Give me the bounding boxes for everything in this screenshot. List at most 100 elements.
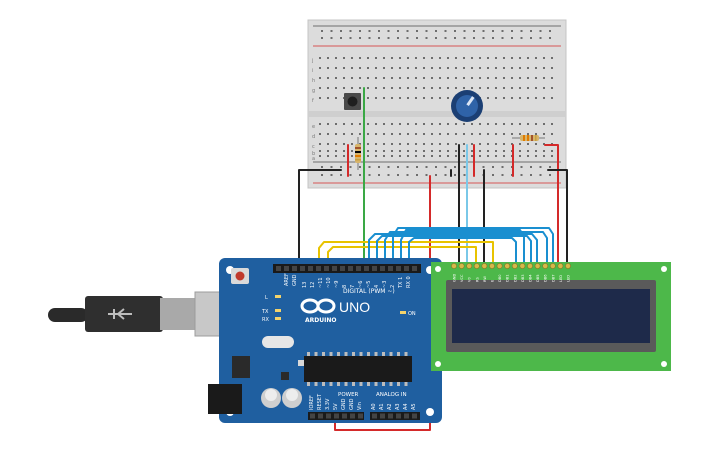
breadboard-hole	[335, 67, 337, 69]
wire-blue-extra-1[interactable]	[400, 229, 525, 263]
breadboard-hole	[343, 77, 345, 79]
lcd-pin[interactable]	[496, 263, 503, 269]
lcd-pin[interactable]	[565, 263, 571, 269]
header-socket[interactable]	[334, 413, 339, 419]
svg-text:g: g	[312, 88, 315, 94]
breadboard-hole	[367, 67, 369, 69]
header-socket[interactable]	[364, 266, 369, 271]
breadboard-hole	[455, 155, 457, 157]
lcd-pin[interactable]	[481, 263, 488, 269]
header-socket[interactable]	[412, 413, 417, 419]
potentiometer[interactable]	[451, 90, 483, 122]
header-socket[interactable]	[380, 413, 385, 419]
wire-black-gnd[interactable]	[298, 169, 342, 263]
chip-leg	[397, 352, 400, 356]
wire-blue-db7[interactable]	[392, 227, 554, 263]
wire-yellow-rs[interactable]	[318, 241, 494, 263]
header-socket[interactable]	[300, 266, 305, 271]
header-socket[interactable]	[326, 413, 331, 419]
resistor-lcd-backlight[interactable]	[512, 135, 545, 141]
wire-red-lcd-led[interactable]	[544, 144, 559, 263]
breadboard-hole	[327, 97, 329, 99]
header-socket[interactable]	[372, 266, 377, 271]
header-socket[interactable]	[284, 266, 289, 271]
breadboard-hole	[447, 150, 449, 152]
breadboard-hole	[415, 77, 417, 79]
header-socket[interactable]	[350, 413, 355, 419]
dc-power-jack[interactable]	[208, 384, 242, 414]
wire-blue-db5[interactable]	[376, 235, 532, 263]
header-socket[interactable]	[388, 266, 393, 271]
header-socket[interactable]	[404, 266, 409, 271]
lcd-pin-label: DB2	[513, 274, 517, 282]
breadboard-hole	[319, 87, 321, 89]
lcd-pin[interactable]	[534, 263, 541, 269]
breadboard-hole	[319, 123, 321, 125]
header-socket[interactable]	[340, 266, 345, 271]
lcd-pin[interactable]	[458, 263, 465, 269]
header-socket[interactable]	[388, 413, 393, 419]
lcd-pin[interactable]	[511, 263, 518, 269]
wire-yellow-e[interactable]	[327, 246, 477, 263]
header-socket[interactable]	[316, 266, 321, 271]
breadboard-hole	[335, 143, 337, 145]
header-socket[interactable]	[308, 266, 313, 271]
breadboard-hole	[479, 133, 481, 135]
header-socket[interactable]	[380, 266, 385, 271]
digital-pin-label: ~9	[334, 281, 340, 288]
header-socket[interactable]	[292, 266, 297, 271]
lcd-pin[interactable]	[557, 263, 564, 269]
header-socket[interactable]	[310, 413, 315, 419]
resistor-button-pulldown[interactable]	[355, 137, 361, 170]
lcd-pin[interactable]	[466, 263, 473, 269]
lcd-pin[interactable]	[489, 263, 495, 269]
breadboard-hole	[439, 143, 441, 145]
header-socket[interactable]	[396, 413, 401, 419]
lcd-pin[interactable]	[473, 263, 480, 269]
wire-black-lcd-led[interactable]	[547, 169, 568, 263]
wire-red-5v[interactable]	[334, 175, 431, 431]
header-socket[interactable]	[358, 413, 363, 419]
breadboard-rail-hole	[378, 37, 380, 39]
breadboard-rail-hole	[321, 166, 323, 168]
header-socket[interactable]	[372, 413, 377, 419]
breadboard-rail-hole	[454, 166, 456, 168]
lcd-pin[interactable]	[549, 263, 556, 269]
breadboard-hole	[463, 133, 465, 135]
wire-blue-db4[interactable]	[368, 233, 538, 263]
header-socket[interactable]	[342, 413, 347, 419]
breadboard-rail-hole	[330, 166, 333, 168]
breadboard-hole	[551, 87, 553, 89]
header-socket[interactable]	[276, 266, 281, 271]
reset-button[interactable]	[231, 268, 249, 284]
breadboard-hole	[351, 77, 353, 79]
lcd-pin[interactable]	[542, 263, 549, 269]
lcd-pin[interactable]	[527, 263, 533, 269]
header-socket[interactable]	[404, 413, 409, 419]
lcd-pin[interactable]	[519, 263, 526, 269]
breadboard-rail-hole	[397, 174, 399, 176]
breadboard-rail-hole	[368, 166, 371, 168]
lcd-pin[interactable]	[451, 263, 457, 269]
lcd-pin-label: GND	[453, 274, 457, 282]
header-socket[interactable]	[348, 266, 353, 271]
lcd-pin-label: DB6	[544, 274, 548, 282]
header-socket[interactable]	[324, 266, 329, 271]
header-socket[interactable]	[412, 266, 417, 271]
digital-pin-label: ~5	[366, 281, 372, 288]
header-socket[interactable]	[318, 413, 323, 419]
chip-leg	[344, 352, 348, 356]
wire-blue-extra-2[interactable]	[408, 237, 517, 263]
lcd-pin[interactable]	[504, 263, 511, 269]
header-socket[interactable]	[396, 266, 401, 271]
header-socket[interactable]	[356, 266, 361, 271]
breadboard-hole	[519, 77, 521, 79]
push-button[interactable]	[344, 93, 361, 110]
wire-blue-db6[interactable]	[384, 231, 548, 263]
breadboard-hole	[375, 143, 377, 145]
breadboard-rail-hole	[539, 174, 542, 176]
header-socket[interactable]	[332, 266, 337, 271]
breadboard-hole	[415, 143, 417, 145]
